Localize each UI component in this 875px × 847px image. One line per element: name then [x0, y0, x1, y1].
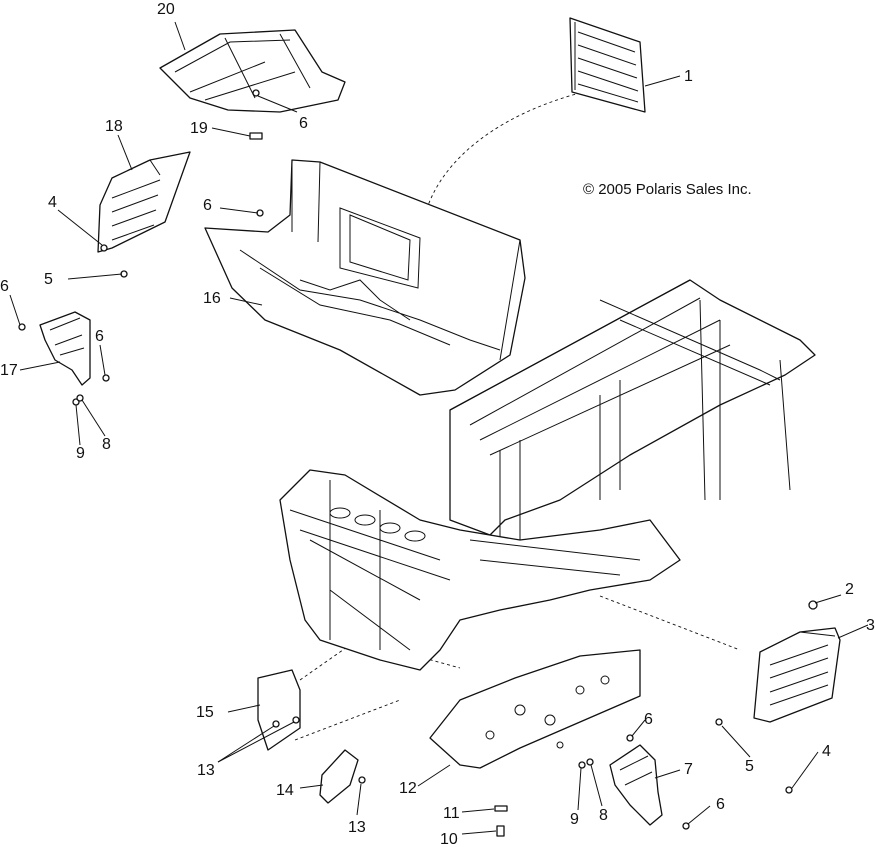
callout-19: 19 [190, 120, 208, 137]
part-20-top-panel [159, 29, 346, 113]
callout-8-right: 8 [599, 807, 608, 824]
assembly-line-right-panel [599, 595, 741, 651]
callout-13-left: 13 [197, 762, 215, 779]
callout-6-bottom: 6 [716, 796, 725, 813]
fastener-9-right [578, 761, 586, 769]
fastener-6-left [18, 323, 26, 331]
fastener-8-right [586, 758, 594, 766]
part-3-side-panel [753, 627, 841, 723]
fastener-6-bottom [682, 822, 690, 830]
leader-lines [9, 21, 869, 835]
callout-17: 17 [0, 362, 18, 379]
callout-10: 10 [440, 831, 458, 847]
callout-5-left: 5 [44, 271, 53, 288]
callout-6-left: 6 [0, 278, 9, 295]
fastener-6-top [252, 89, 260, 97]
copyright-notice: © 2005 Polaris Sales Inc. [583, 181, 752, 198]
fastener-4-left [100, 244, 108, 252]
assembly-line-panel1 [424, 87, 601, 216]
callout-14: 14 [276, 782, 294, 799]
callout-11: 11 [443, 805, 460, 822]
fastener-6-right [626, 734, 634, 742]
callout-16: 16 [203, 290, 221, 307]
assembly-line-front [299, 644, 351, 681]
callout-20: 20 [157, 1, 175, 18]
fastener-5-right [715, 718, 723, 726]
fastener-13-lower [358, 776, 366, 784]
callout-6-left-lower: 6 [95, 328, 104, 345]
fastener-10 [496, 825, 505, 837]
fastener-13-b [292, 716, 300, 724]
callout-9-right: 9 [570, 811, 579, 828]
callout-6-right: 6 [644, 711, 653, 728]
callout-7: 7 [684, 761, 693, 778]
callout-2: 2 [845, 581, 854, 598]
callout-4-right: 4 [822, 743, 831, 760]
part-12-skid-plate [429, 649, 641, 769]
assembly-line-skid [394, 649, 461, 669]
fastener-2 [808, 600, 818, 610]
callout-6-top: 6 [299, 115, 308, 132]
callout-4-left: 4 [48, 194, 57, 211]
callout-18: 18 [105, 118, 123, 135]
callout-8-left: 8 [102, 436, 111, 453]
part-18-side-panel [97, 151, 191, 253]
callout-3: 3 [866, 617, 875, 634]
part-14-guard [319, 749, 359, 804]
fastener-8-left [76, 394, 84, 402]
callout-12: 12 [399, 780, 417, 797]
assembly-line-guard [294, 699, 401, 741]
callout-9-left: 9 [76, 445, 85, 462]
callout-6-mid: 6 [203, 197, 212, 214]
fastener-11 [494, 805, 508, 812]
fastener-19 [249, 132, 263, 140]
fastener-4-right [785, 786, 793, 794]
callout-5-right: 5 [745, 758, 754, 775]
fasteners [18, 89, 818, 837]
fastener-6-left-lower [102, 374, 110, 382]
part-7-bracket [609, 744, 663, 826]
part-16-floor-pan [204, 159, 526, 396]
callout-1: 1 [684, 68, 693, 85]
main-frame [279, 279, 816, 671]
callout-13-bottom: 13 [348, 819, 366, 836]
callout-15: 15 [196, 704, 214, 721]
part-17-bracket [39, 311, 91, 386]
fastener-13-a [272, 720, 280, 728]
part-1-grille-panel [569, 17, 646, 113]
